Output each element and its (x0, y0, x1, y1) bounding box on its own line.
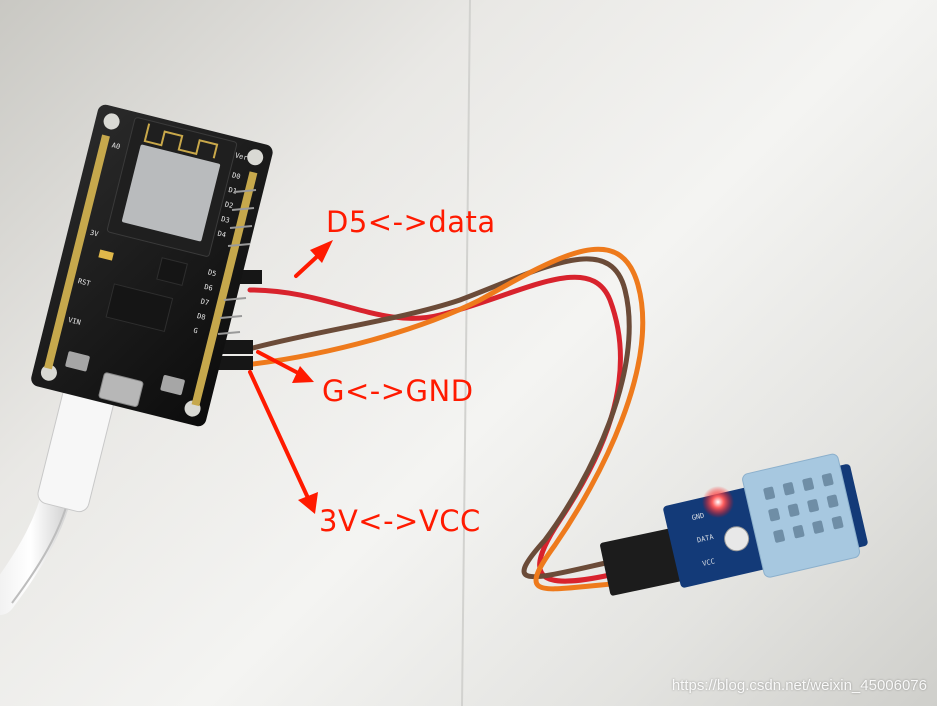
board-label-d6: D6 (203, 283, 213, 293)
dht11-module: GND DATA VCC (663, 453, 868, 588)
board-label-g: G (192, 327, 198, 336)
sensor-label-data: DATA (696, 533, 715, 545)
sensor-label-gnd: GND (691, 512, 705, 523)
board-label-d1: D1 (228, 186, 238, 196)
dupont-connector-sensor (600, 525, 695, 596)
sensor-label-vcc: VCC (702, 557, 716, 568)
power-led (702, 486, 734, 518)
board-label-d3: D3 (220, 215, 230, 225)
board-header-pins (217, 189, 257, 335)
paper-fold (461, 0, 471, 706)
nodemcu-board: Ver D0 D1 D2 D3 D4 D5 D6 D7 D8 A0 RST 3V… (31, 104, 273, 427)
jumper-wires (242, 246, 646, 592)
board-label-d7: D7 (200, 297, 210, 307)
board-label-rst: RST (77, 277, 92, 288)
board-label-ver: Ver (234, 151, 248, 162)
board-label-d0: D0 (231, 171, 241, 181)
annotation-d5-data: D5<->data (326, 205, 496, 239)
board-label-a0: A0 (111, 141, 121, 151)
board-label-d5: D5 (207, 268, 217, 278)
board-label-3v: 3V (89, 229, 100, 239)
annotation-g-gnd: G<->GND (322, 374, 474, 408)
annotation-arrows (248, 240, 333, 514)
board-label-vin: VIN (67, 316, 81, 327)
board-label-d4: D4 (217, 230, 227, 240)
board-label-d2: D2 (224, 200, 234, 210)
board-label-d8: D8 (196, 312, 206, 322)
annotation-3v-vcc: 3V<->VCC (319, 504, 481, 538)
watermark: https://blog.csdn.net/weixin_45006076 (671, 677, 927, 694)
